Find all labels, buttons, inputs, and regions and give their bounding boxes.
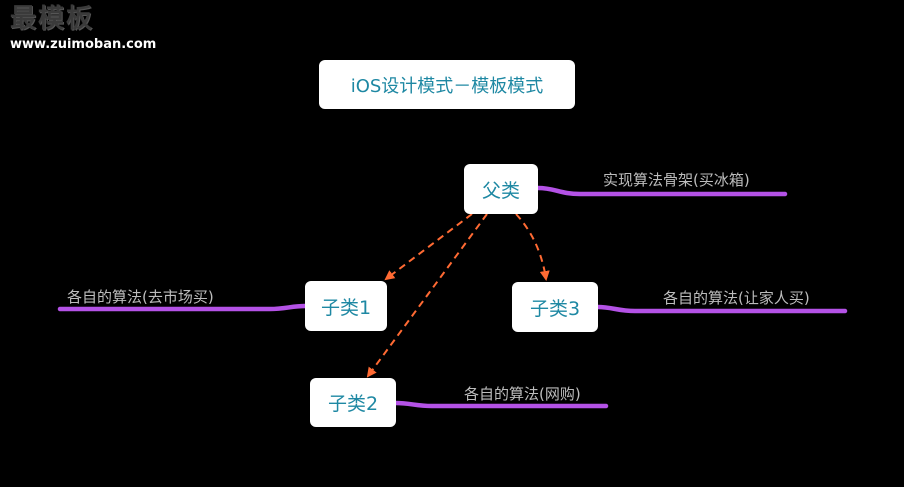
- arrow-to-sub3: [515, 213, 550, 281]
- node-subclass-2: 子类2: [310, 378, 396, 427]
- sub2-note: 各自的算法(网购): [464, 385, 581, 403]
- diagram-title-node: iOS设计模式－模板模式: [319, 60, 575, 109]
- sub3-note: 各自的算法(让家人买): [663, 289, 810, 307]
- sub2-note-underline: [393, 400, 609, 409]
- sub3-note-underline: [595, 304, 848, 314]
- node-subclass-1: 子类1: [305, 281, 387, 331]
- parent-note-underline: [535, 185, 788, 197]
- node-subclass-3: 子类3: [512, 282, 598, 332]
- watermark: 最模板 www.zuimoban.com: [10, 2, 170, 52]
- watermark-url: www.zuimoban.com: [10, 37, 157, 52]
- node-parent-class: 父类: [464, 164, 538, 214]
- watermark-logo: 最模板: [10, 4, 95, 34]
- sub1-note: 各自的算法(去市场买): [67, 288, 214, 306]
- parent-note: 实现算法骨架(买冰箱): [603, 171, 750, 189]
- arrow-to-sub2: [366, 213, 488, 378]
- sub1-note-underline: [57, 303, 308, 312]
- arrow-to-sub1: [384, 213, 473, 281]
